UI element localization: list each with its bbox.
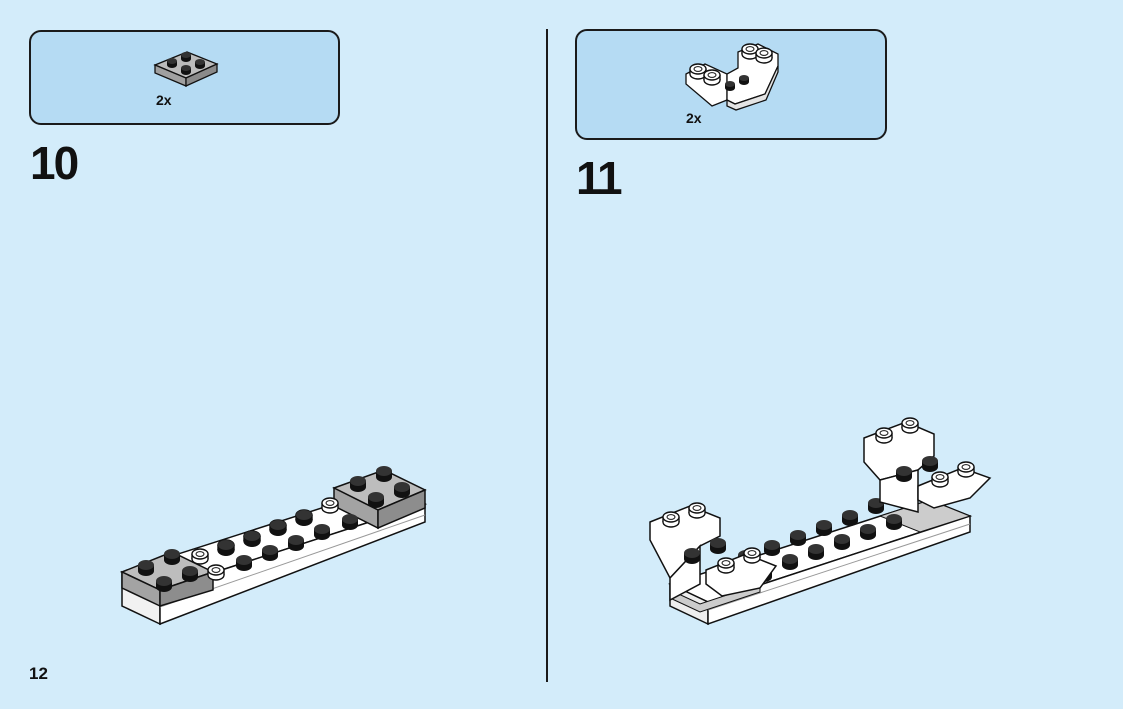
step-number-10: 10	[30, 137, 79, 189]
page-number: 12	[29, 664, 48, 683]
step-11-assembly	[649, 417, 992, 626]
page-divider	[546, 29, 548, 682]
white-slope-icon	[685, 43, 779, 111]
gray-plate-icon	[153, 51, 219, 88]
step-10-assembly	[119, 466, 428, 626]
part-quantity: 2x	[156, 92, 172, 108]
step-number-11: 11	[576, 152, 623, 204]
part-quantity: 2x	[686, 110, 702, 126]
parts-callout-step-10: 2x	[29, 30, 340, 125]
